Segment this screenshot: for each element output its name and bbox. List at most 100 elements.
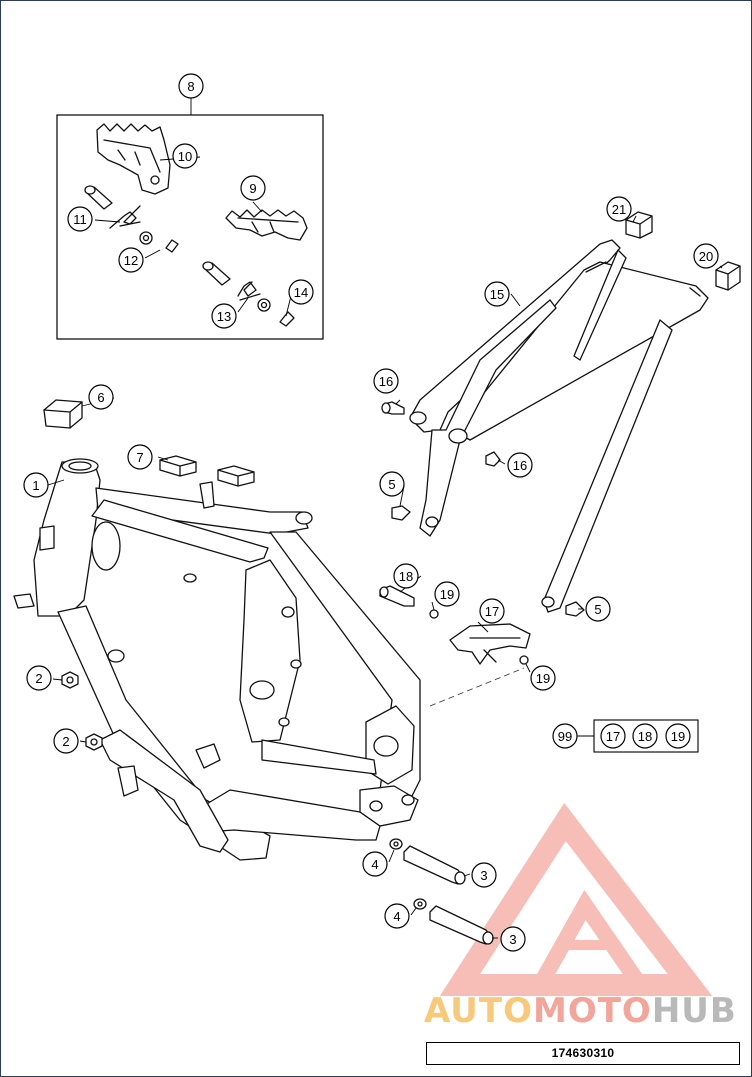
- chain-guide-washer-top: [429, 609, 439, 619]
- callout-2a-label: 2: [35, 671, 42, 686]
- callout-20: 20: [693, 243, 719, 269]
- callout-5a: 5: [379, 471, 405, 497]
- callout-17-label: 17: [485, 604, 499, 619]
- callout-5b: 5: [585, 596, 611, 622]
- callout-99: 99: [552, 723, 578, 749]
- watermark-hub: HUB: [651, 991, 737, 1031]
- footrest-washer-left: [139, 231, 153, 245]
- callout-9-circle: [240, 175, 266, 201]
- callout-4b-label: 4: [393, 909, 400, 924]
- chain-guide-screw: [379, 585, 415, 607]
- callout-11-circle: [67, 206, 93, 232]
- callout-3a-circle: [471, 862, 497, 888]
- rubber-cap-part: [43, 399, 83, 429]
- watermark-logo: [439, 802, 713, 996]
- callout-1-label: 1: [32, 478, 39, 493]
- callout-13-circle: [211, 303, 237, 329]
- watermark-wordmark: AUTOMOTOHUB: [424, 994, 737, 1028]
- callout-18-circle: [393, 563, 419, 589]
- callout-20-circle: [693, 243, 719, 269]
- callout-16a-label: 16: [379, 374, 393, 389]
- callout-12-circle: [118, 247, 144, 273]
- callout-99-19-label: 19: [671, 729, 685, 744]
- callout-6-circle: [88, 384, 114, 410]
- callout-16b: 16: [507, 452, 533, 478]
- callout-9-label: 9: [249, 181, 256, 196]
- callout-21: 21: [606, 196, 632, 222]
- callout-99-17-circle: [600, 723, 626, 749]
- callout-99-18-label: 18: [638, 729, 652, 744]
- callout-99-19: 19: [665, 723, 691, 749]
- callout-10-circle: [172, 143, 198, 169]
- subframe-part: [409, 239, 709, 613]
- callout-16b-label: 16: [513, 458, 527, 473]
- footrest-washer-right: [257, 298, 271, 312]
- callout-13-label: 13: [217, 309, 231, 324]
- callout-2a: 2: [26, 665, 52, 691]
- callout-7-label: 7: [136, 450, 143, 465]
- footrest-kit-box: [56, 114, 324, 340]
- callout-99-18: 18: [632, 723, 658, 749]
- diagram-part-number: 174630310: [426, 1042, 740, 1065]
- chain-guide-washer-bottom: [519, 655, 529, 665]
- callout-3b: 3: [500, 926, 526, 952]
- engine-washer-lower: [413, 898, 427, 910]
- callout-18: 18: [393, 563, 419, 589]
- frame-nut-lower: [85, 733, 103, 751]
- callout-14-label: 14: [294, 285, 308, 300]
- callout-5a-label: 5: [388, 477, 395, 492]
- main-frame-part: [13, 458, 421, 861]
- callout-19a: 19: [434, 581, 460, 607]
- callout-8: 8: [178, 73, 204, 99]
- callout-5a-circle: [379, 471, 405, 497]
- callout-99-19-circle: [665, 723, 691, 749]
- footrest-spring-left: [109, 205, 141, 229]
- callout-1-circle: [23, 472, 49, 498]
- callout-11: 11: [67, 206, 93, 232]
- callout-12: 12: [118, 247, 144, 273]
- callout-4a-circle: [362, 851, 388, 877]
- callout-19a-circle: [434, 581, 460, 607]
- callout-1: 1: [23, 472, 49, 498]
- callout-16a-circle: [373, 368, 399, 394]
- engine-washer-upper: [389, 838, 403, 850]
- callout-4a-label: 4: [371, 857, 378, 872]
- footrest-pin-left: [84, 185, 113, 210]
- callout-19b-label: 19: [536, 671, 550, 686]
- callout-4a: 4: [362, 851, 388, 877]
- callout-99-17-label: 17: [606, 729, 620, 744]
- callout-3b-label: 3: [509, 932, 516, 947]
- callout-2b-label: 2: [62, 734, 69, 749]
- callout-2b-circle: [53, 728, 79, 754]
- rubber-pad-parts: [159, 455, 255, 487]
- callout-99-label: 99: [558, 729, 572, 744]
- callout-11-label: 11: [73, 212, 87, 227]
- callout-15-label: 15: [490, 287, 504, 302]
- callout-9: 9: [240, 175, 266, 201]
- callout-10-label: 10: [178, 149, 192, 164]
- callout-15-circle: [484, 281, 510, 307]
- callout-3a-label: 3: [480, 868, 487, 883]
- footrest-pin-right: [202, 261, 231, 286]
- callout-17: 17: [479, 598, 505, 624]
- callout-2a-circle: [26, 665, 52, 691]
- watermark-moto: MOTO: [532, 991, 652, 1031]
- callout-3a: 3: [471, 862, 497, 888]
- callout-2b: 2: [53, 728, 79, 754]
- callout-16a: 16: [373, 368, 399, 394]
- frame-nut-upper: [61, 671, 79, 689]
- callout-99-18-circle: [632, 723, 658, 749]
- callout-5b-circle: [585, 596, 611, 622]
- callout-7-circle: [127, 444, 153, 470]
- callout-18-label: 18: [399, 569, 413, 584]
- subframe-screws: [381, 401, 585, 617]
- callout-14: 14: [288, 279, 314, 305]
- engine-screw-upper: [403, 845, 466, 885]
- engine-screw-lower: [429, 905, 494, 945]
- callout-5b-label: 5: [594, 602, 601, 617]
- footrest-left-part: [96, 123, 171, 195]
- callout-21-circle: [606, 196, 632, 222]
- chain-guide-part: [449, 623, 531, 665]
- callout-19b-circle: [530, 665, 556, 691]
